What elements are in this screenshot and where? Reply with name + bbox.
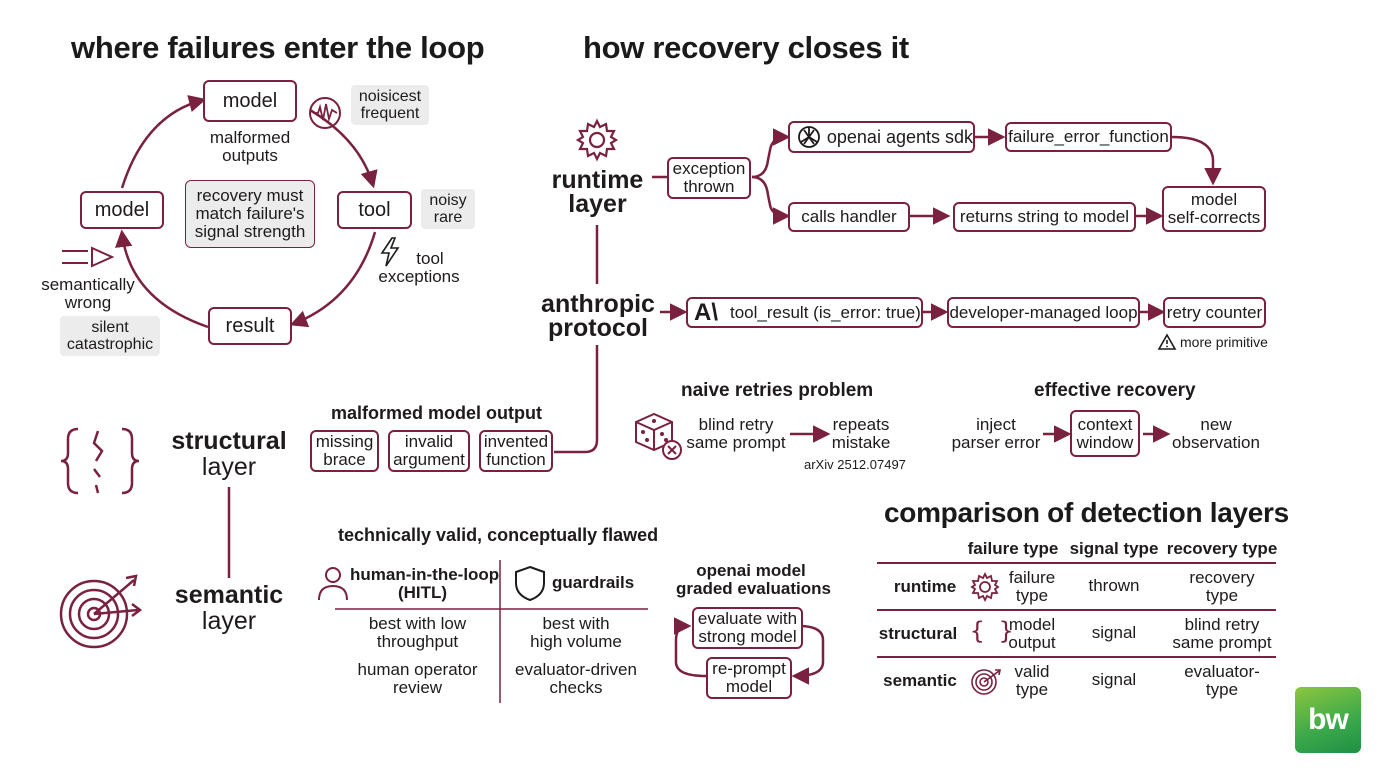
loop-model-left: model [80,191,164,229]
developer-loop-box: developer-managed loop [947,297,1140,328]
openai-sdk-box: openai agents sdk [788,121,975,153]
failure-error-function-box: failure_error_function [1005,122,1172,152]
row-runtime-signal: thrown [1088,576,1140,595]
loop-result: result [208,307,292,345]
naive-retries-title: naive retries problem [681,380,874,401]
anthropic-logo-icon: A\ [694,298,718,326]
malformed-output-title: malformed model output [331,403,542,423]
table-title: comparison of detection layers [884,497,1289,528]
waveform-icon [309,97,341,129]
hitl-label: human-in-the-loop(HITL) [350,565,500,602]
loop-model-top: model [203,80,297,122]
retry-counter-box: retry counter [1163,297,1266,328]
left-title: where failures enter the loop [71,30,485,65]
returns-string-box: returns string to model [953,202,1136,232]
more-primitive-label: more primitive [1180,334,1268,350]
openai-logo-icon [798,126,820,148]
row-structural-signal: signal [1091,623,1137,642]
braces-icon: { } [970,617,1014,645]
row-semantic-recovery: evaluator-type [1184,662,1260,699]
warning-icon [1157,333,1177,350]
shield-icon [515,565,545,602]
right-title: how recovery closes it [583,30,909,65]
header-recovery-type: recovery type [1166,539,1278,558]
header-signal-type: signal type [1069,539,1159,558]
effective-recovery-title: effective recovery [1034,380,1196,401]
arxiv-citation: arXiv 2512.07497 [804,457,906,472]
header-failure-type: failure type [967,539,1059,558]
calls-handler-box: calls handler [788,202,910,232]
gear-icon [970,572,1000,602]
guardrails-label: guardrails [552,573,635,592]
row-runtime-layer: runtime [893,577,957,596]
braces-icon [60,427,140,495]
row-structural-layer: structural [878,624,958,643]
semantic-subtitle: technically valid, conceptually flawed [338,525,659,545]
dice-icon [635,412,682,460]
gear-icon [575,118,619,162]
lightning-icon [380,237,400,267]
person-icon [318,567,348,601]
tool-result-box: A\ tool_result (is_error: true) [686,297,923,328]
row-semantic-signal: signal [1091,670,1137,689]
bw-logo: bw [1295,687,1361,753]
loop-tool: tool [337,191,412,229]
target-icon [59,574,143,649]
target-icon [971,669,1001,695]
row-semantic-layer: semantic [883,671,957,690]
